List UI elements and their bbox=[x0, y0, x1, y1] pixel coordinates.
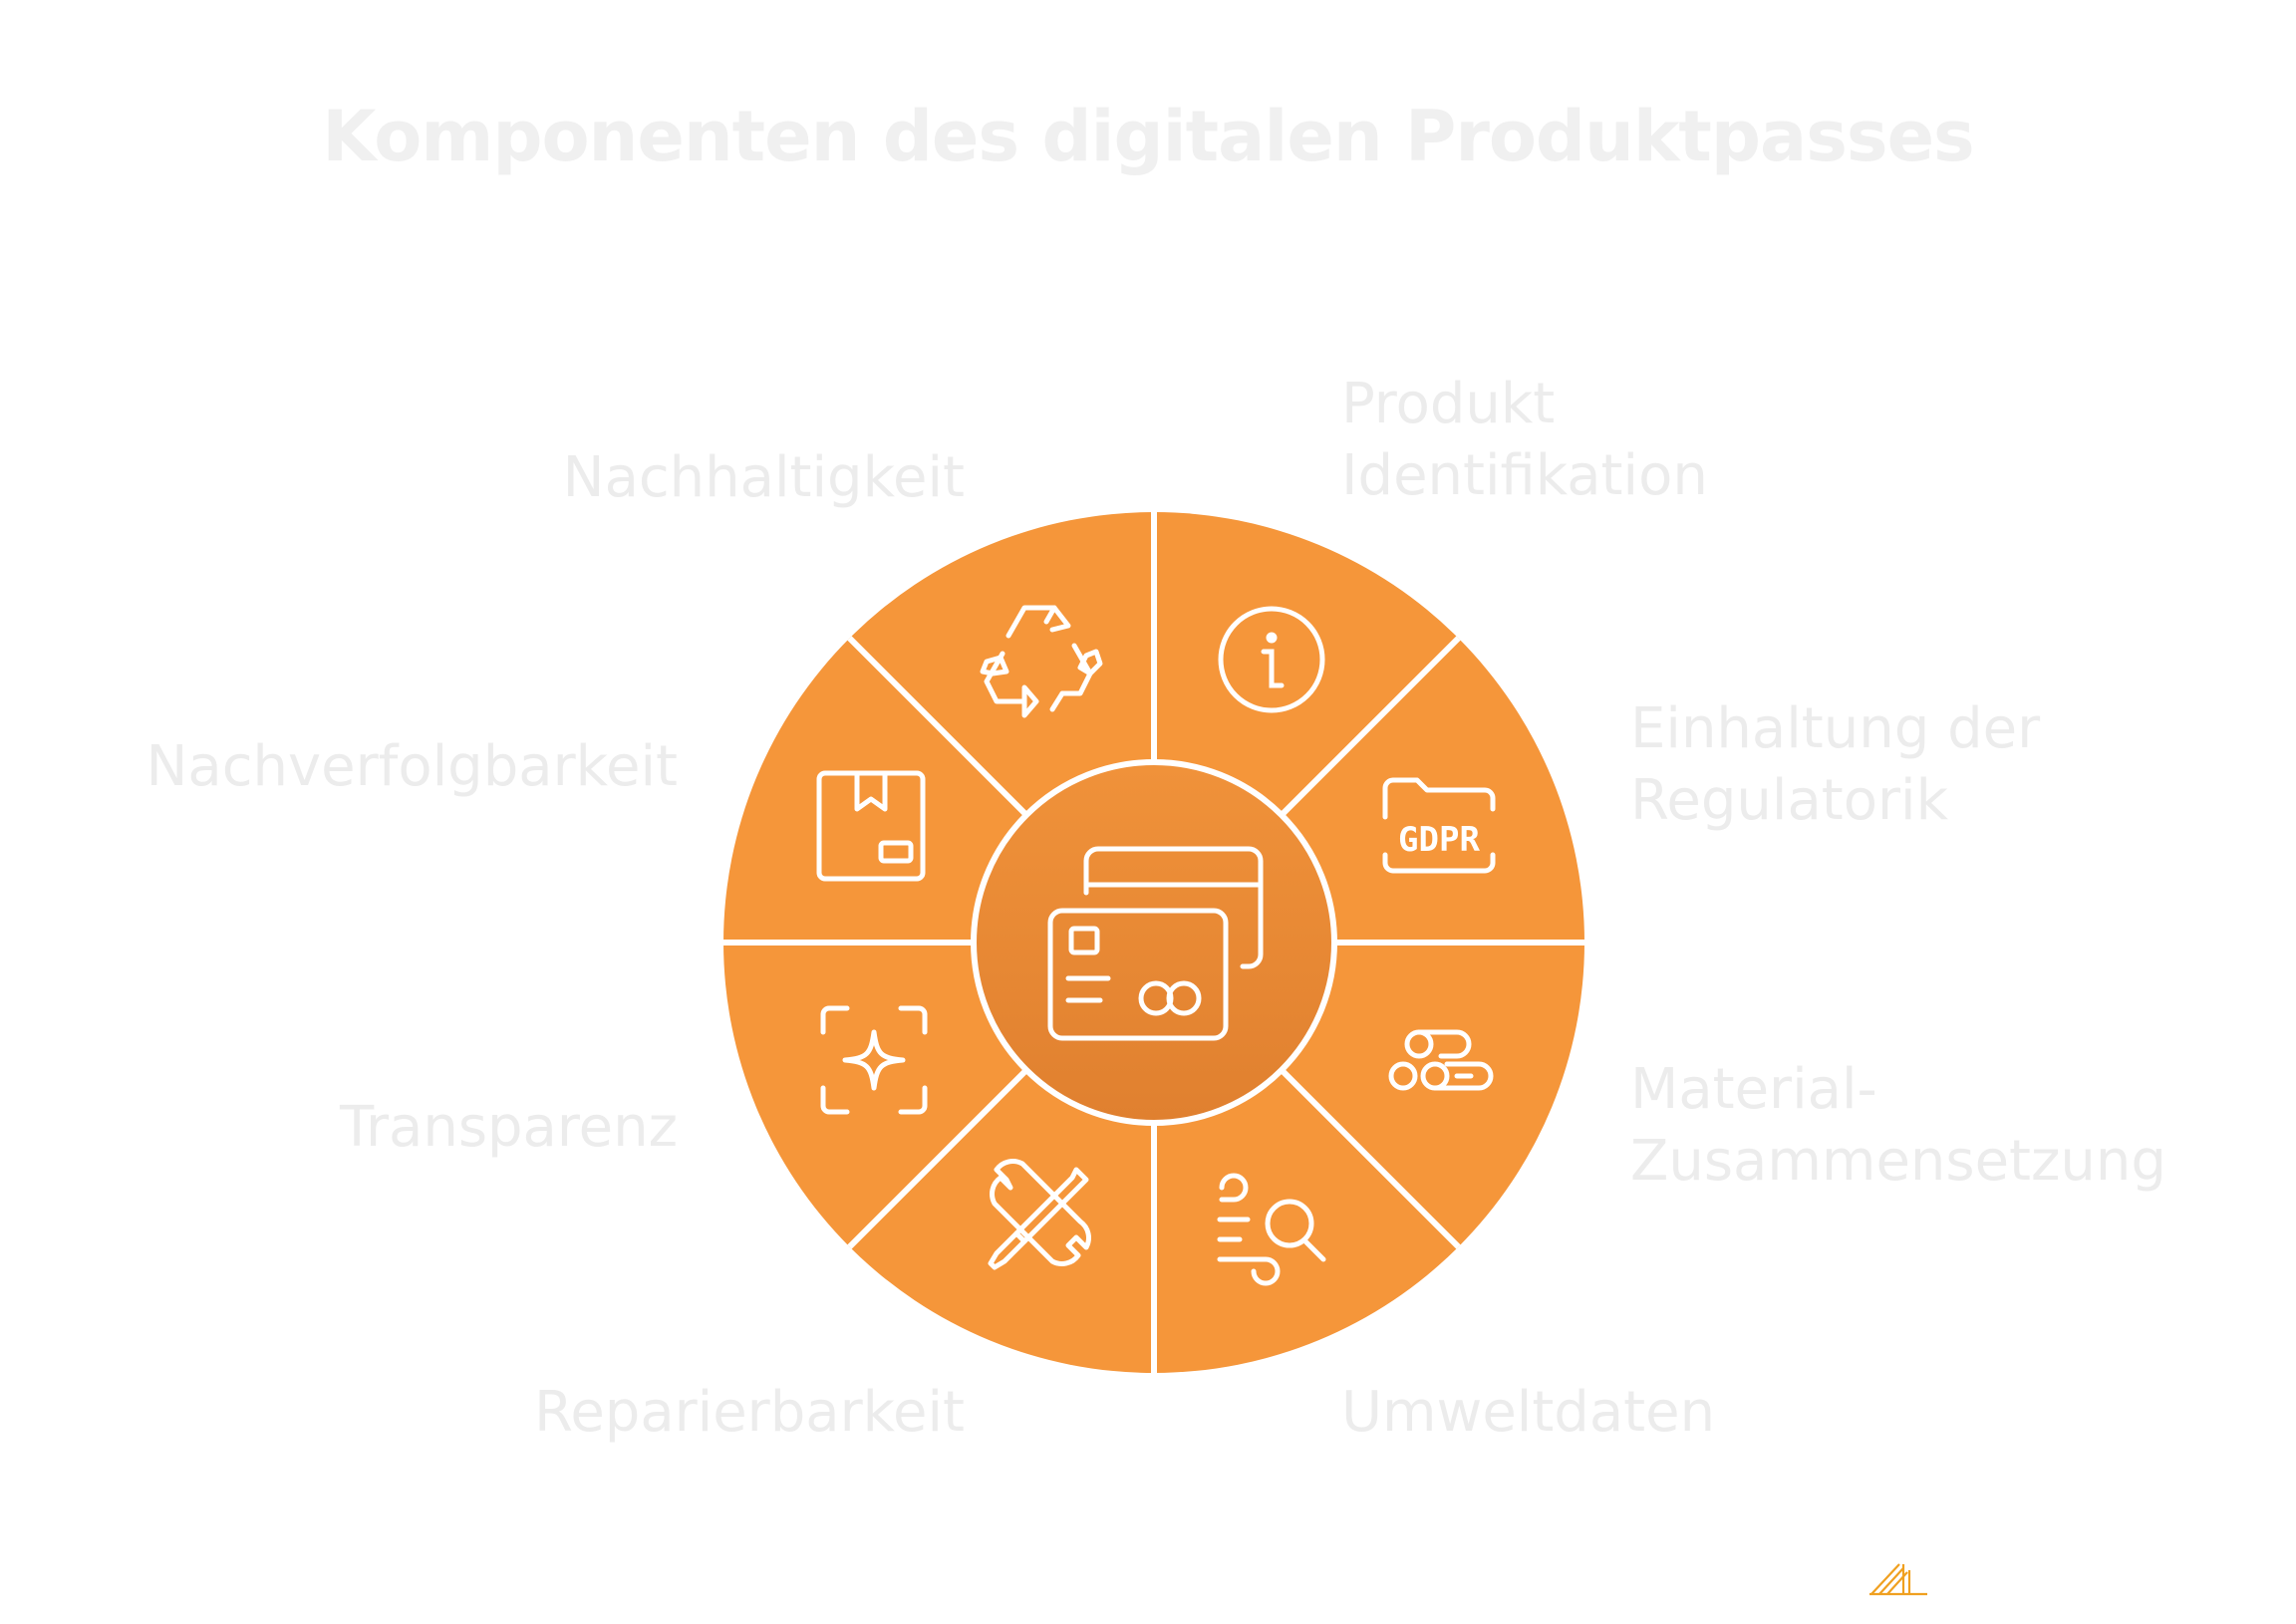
info-icon bbox=[1218, 606, 1325, 713]
wind-search-icon bbox=[1217, 1173, 1326, 1286]
label-line: Transparenz bbox=[340, 1095, 678, 1160]
label-line: Zusammensetzung bbox=[1630, 1129, 2166, 1194]
label-line: Umweltdaten bbox=[1341, 1380, 1716, 1445]
logs-icon bbox=[1388, 1029, 1494, 1091]
label-line: Produkt bbox=[1341, 372, 1556, 436]
package-icon bbox=[816, 770, 926, 882]
label-line: Nachhaltigkeit bbox=[562, 445, 965, 510]
label-transparenz: Transparenz bbox=[340, 1092, 678, 1164]
label-line: Identifikation bbox=[1341, 443, 1708, 508]
label-line: Einhaltung der bbox=[1630, 696, 2041, 761]
label-einhaltung-regulatorik: Einhaltung der Regulatorik bbox=[1630, 693, 2040, 837]
label-material-zusammensetzung: Material- Zusammensetzung bbox=[1630, 1054, 2166, 1198]
gdpr-folder-icon: GDPR bbox=[1382, 777, 1496, 874]
label-umweltdaten: Umweltdaten bbox=[1341, 1377, 1715, 1449]
diagram-title: Komponenten des digitalen Produktpasses bbox=[322, 96, 1974, 177]
gdpr-text: GDPR bbox=[1398, 820, 1480, 860]
tools-icon bbox=[988, 1159, 1091, 1270]
recycle-icon bbox=[980, 605, 1103, 718]
label-produkt-identifikation: Produkt Identifikation bbox=[1341, 369, 1708, 512]
sparkle-frame-icon bbox=[820, 1005, 928, 1115]
label-line: Regulatorik bbox=[1630, 768, 1948, 833]
center-hub bbox=[971, 759, 1337, 1126]
cards-icon bbox=[1047, 846, 1264, 1041]
label-line: Material- bbox=[1630, 1057, 1877, 1122]
label-nachhaltigkeit: Nachhaltigkeit bbox=[563, 442, 965, 514]
label-reparierbarkeit: Reparierbarkeit bbox=[534, 1377, 965, 1449]
label-line: Reparierbarkeit bbox=[533, 1380, 965, 1445]
label-line: Nachverfolgbarkeit bbox=[145, 734, 678, 799]
brand-logo-icon bbox=[1869, 1563, 1927, 1596]
label-nachverfolgbarkeit: Nachverfolgbarkeit bbox=[146, 731, 678, 803]
